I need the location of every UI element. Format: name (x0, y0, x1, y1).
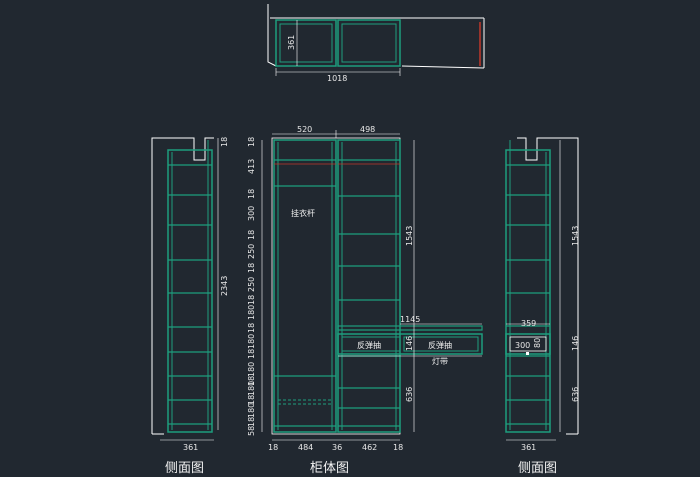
left-side-view: 18 2343 361 (151, 137, 229, 452)
right-side-top-width: 359 (521, 319, 536, 328)
right-side-drawer: 146 (571, 336, 580, 351)
hanger-rod-label: 挂衣杆 (291, 208, 315, 218)
right-side-view: 359 300 80 1543 146 636 361 (505, 137, 580, 452)
bottom-width-4: 18 (393, 443, 403, 452)
col-dim-19: 58 (247, 426, 256, 436)
col-dim-9: 180 (247, 305, 256, 320)
right-side-depth: 361 (521, 443, 536, 452)
right-side-upper: 1543 (571, 226, 580, 246)
top-width-left: 520 (297, 125, 312, 134)
col-dim-7: 250 (247, 277, 256, 292)
col-dim-17: 180 (247, 403, 256, 418)
bottom-width-1: 484 (298, 443, 313, 452)
drawer-label-right: 反弹抽 (428, 340, 452, 350)
col-dim-18: 18 (247, 417, 256, 427)
right-lower-dim: 636 (405, 387, 414, 402)
left-side-height-dim: 2343 (220, 276, 229, 296)
right-side-lower: 636 (571, 387, 580, 402)
title-right-side: 侧面图 (518, 461, 557, 476)
right-side-drawer-h: 80 (533, 338, 542, 348)
col-dim-13: 180 (247, 362, 256, 377)
bottom-width-2: 36 (332, 443, 342, 452)
top-width-dim: 1018 (327, 74, 347, 83)
col-dim-4: 18 (247, 230, 256, 240)
right-side-drawer-depth: 300 (515, 341, 530, 350)
col-dim-5: 250 (247, 244, 256, 259)
col-dim-8: 18 (247, 295, 256, 305)
title-left-side: 侧面图 (165, 461, 204, 476)
col-dim-15: 180 (247, 381, 256, 396)
col-dim-6: 18 (247, 263, 256, 273)
col-dim-3: 300 (247, 206, 256, 221)
col-dim-16: 18 (247, 395, 256, 405)
top-depth-dim: 361 (287, 35, 296, 50)
col-dim-2: 18 (247, 189, 256, 199)
cabinet-front-view: 520 498 18 413 18 300 18 250 18 250 18 1… (247, 125, 483, 452)
top-view: 361 1018 (267, 4, 485, 83)
drawer-label-left: 反弹抽 (357, 340, 381, 350)
left-side-top-dim: 18 (220, 137, 229, 147)
col-dim-11: 180 (247, 334, 256, 349)
light-strip-label: 灯带 (432, 356, 448, 366)
bottom-width-3: 462 (362, 443, 377, 452)
col-dim-14: 18 (247, 376, 256, 386)
title-cabinet: 柜体图 (310, 461, 349, 476)
top-width-right: 498 (360, 125, 375, 134)
right-upper-dim: 1543 (405, 226, 414, 246)
right-drawer-dim: 146 (405, 336, 414, 351)
left-side-depth-dim: 361 (183, 443, 198, 452)
col-dim-10: 18 (247, 323, 256, 333)
shelf-width-dim: 1145 (400, 315, 420, 324)
col-dim-0: 18 (247, 137, 256, 147)
col-dim-1: 413 (247, 159, 256, 174)
bottom-width-0: 18 (268, 443, 278, 452)
col-dim-12: 18 (247, 349, 256, 359)
